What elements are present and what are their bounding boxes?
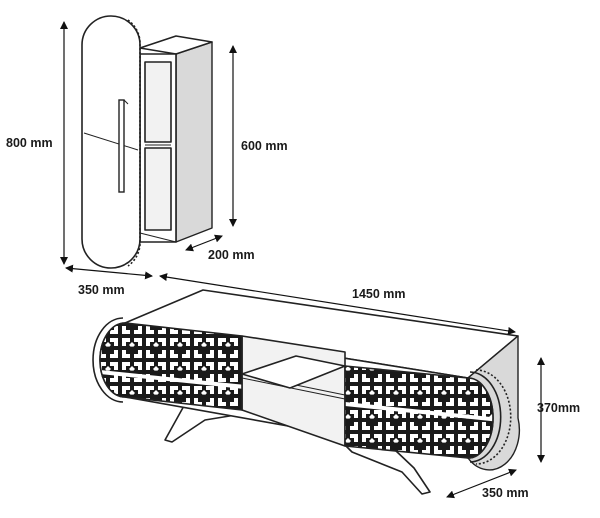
label-tv-stand-length: 1450 mm — [352, 287, 406, 301]
cabinet-door-handle — [118, 99, 125, 193]
dimline-cabinet-depth — [185, 234, 223, 252]
cabinet-top-panel — [139, 35, 213, 55]
dimline-cabinet-width — [65, 264, 153, 280]
tv-stand-middle-compartment — [241, 335, 346, 447]
dimline-tv-stand-length — [159, 273, 516, 335]
label-cabinet-inner-height: 600 mm — [241, 139, 288, 153]
label-tv-stand-height: 370mm — [537, 401, 580, 415]
tv-stand — [92, 289, 521, 495]
label-cabinet-width: 350 mm — [78, 283, 125, 297]
tv-stand-left-door — [100, 323, 242, 410]
tv-stand-right-leg — [341, 441, 431, 495]
cabinet-lower-compartment — [144, 147, 172, 231]
wall-cabinet — [81, 15, 213, 269]
tv-stand-right-door — [345, 366, 493, 458]
cabinet-side-panel — [175, 41, 213, 243]
dimline-tv-stand-depth — [446, 468, 517, 499]
label-cabinet-height: 800 mm — [6, 136, 53, 150]
label-tv-stand-depth: 350 mm — [482, 486, 529, 500]
label-cabinet-depth: 200 mm — [208, 248, 255, 262]
cabinet-upper-compartment — [144, 61, 172, 143]
